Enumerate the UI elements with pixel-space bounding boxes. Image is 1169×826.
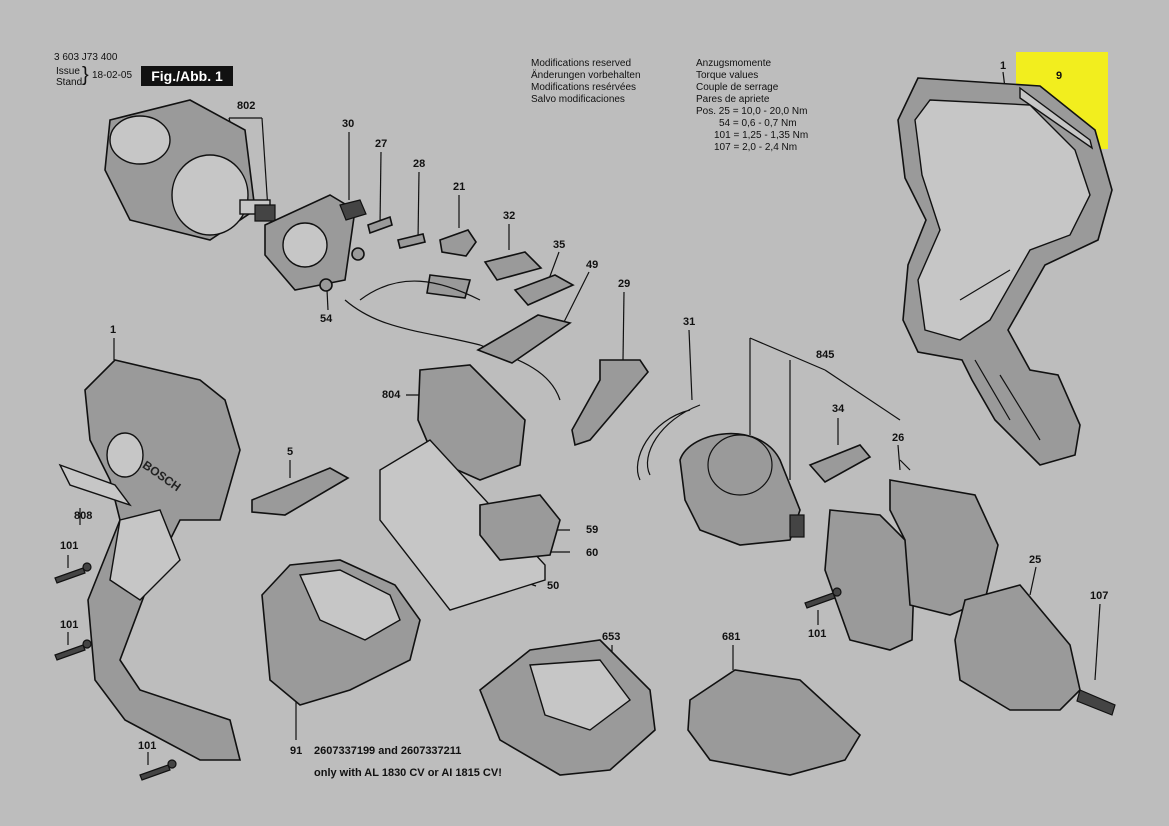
part-label-28: 28 xyxy=(413,158,426,170)
part-label-50: 50 xyxy=(547,580,560,592)
modification-line: Salvo modificaciones xyxy=(531,94,625,105)
part-label-21: 21 xyxy=(453,181,466,193)
brace-glyph: } xyxy=(82,64,89,86)
document-number: 3 603 J73 400 xyxy=(54,52,118,63)
issue-label: Issue xyxy=(56,66,80,77)
electronics xyxy=(379,364,561,611)
part-label-35: 35 xyxy=(553,239,566,251)
small-parts-upper xyxy=(264,194,575,401)
part-label-91: 91 xyxy=(290,745,303,757)
part-label-1-left: 1 xyxy=(110,324,117,336)
part-label-804: 804 xyxy=(382,389,401,401)
small-covers xyxy=(58,463,350,516)
part-label-681: 681 xyxy=(722,631,741,643)
part-label-59: 59 xyxy=(586,524,599,536)
modification-line: Modifications resérvées xyxy=(531,82,637,93)
part-label-808: 808 xyxy=(74,510,93,522)
part-label-27: 27 xyxy=(375,138,388,150)
battery-note-line-1: 2607337199 and 2607337211 xyxy=(314,745,462,757)
part-label-1: 1 xyxy=(1000,60,1007,72)
battery-pack xyxy=(261,559,421,706)
battery-cover xyxy=(687,669,862,776)
part-label-101-b: 101 xyxy=(60,619,79,631)
part-label-5: 5 xyxy=(287,446,294,458)
part-label-34: 34 xyxy=(832,403,845,415)
trigger-parts xyxy=(571,359,701,481)
torque-heading: Torque values xyxy=(696,70,759,81)
issue-date: 18-02-05 xyxy=(92,70,133,81)
part-label-32: 32 xyxy=(503,210,516,222)
part-label-54: 54 xyxy=(320,313,333,325)
part-label-802: 802 xyxy=(237,100,256,112)
part-label-25: 25 xyxy=(1029,554,1042,566)
torque-heading: Pares de apriete xyxy=(696,94,770,105)
housing-half-right xyxy=(897,77,1113,466)
gearbox xyxy=(679,432,872,546)
torque-value: 54 = 0,6 - 0,7 Nm xyxy=(719,118,797,129)
figure-label: Fig./Abb. 1 xyxy=(141,66,233,86)
modification-line: Änderungen vorbehalten xyxy=(531,70,641,81)
part-label-653: 653 xyxy=(602,631,621,643)
part-label-30: 30 xyxy=(342,118,355,130)
part-label-26: 26 xyxy=(892,432,905,444)
part-label-107: 107 xyxy=(1090,590,1109,602)
housing-half-left xyxy=(84,359,242,761)
part-label-29: 29 xyxy=(618,278,631,290)
screws xyxy=(54,562,842,781)
torque-value: 101 = 1,25 - 1,35 Nm xyxy=(714,130,809,141)
stand-label: Stand xyxy=(56,77,83,88)
torque-heading: Anzugsmomente xyxy=(696,58,772,69)
keyless-chuck xyxy=(954,584,1116,716)
part-label-49: 49 xyxy=(586,259,599,271)
torque-heading: Couple de serrage xyxy=(696,82,779,93)
part-label-845: 845 xyxy=(816,349,835,361)
battery-note-line-2: only with AL 1830 CV or AI 1815 CV! xyxy=(314,767,502,779)
part-label-60: 60 xyxy=(586,547,599,559)
modification-line: Modifications reserved xyxy=(531,58,632,69)
torque-value: 107 = 2,0 - 2,4 Nm xyxy=(714,142,798,153)
clutch-shells xyxy=(824,479,999,651)
part-label-31: 31 xyxy=(683,316,696,328)
part-label-101-d: 101 xyxy=(138,740,157,752)
part-label-101-a: 101 xyxy=(60,540,79,552)
part-label-9: 9 xyxy=(1056,70,1063,82)
charger xyxy=(479,639,656,776)
part-label-101-c: 101 xyxy=(808,628,827,640)
motor xyxy=(104,99,276,241)
torque-value: Pos. 25 = 10,0 - 20,0 Nm xyxy=(696,106,808,117)
